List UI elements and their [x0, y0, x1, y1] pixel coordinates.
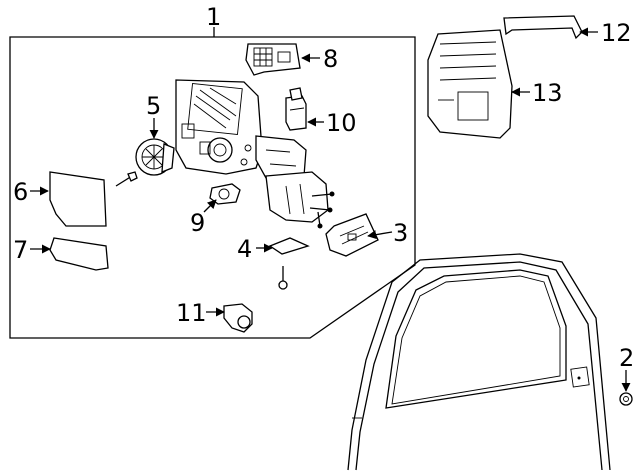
callout-11: 11	[176, 299, 207, 327]
assembly-group-outline	[9, 36, 416, 339]
part-8-bracket	[245, 43, 301, 76]
callout-1: 1	[206, 3, 221, 31]
callout-3: 3	[393, 219, 408, 247]
callout-7: 7	[13, 236, 28, 264]
callout-9-leader	[203, 199, 217, 213]
callout-3-leader	[367, 230, 393, 240]
callout-9: 9	[190, 209, 205, 237]
callout-6: 6	[13, 178, 28, 206]
part-11-connector	[223, 303, 253, 333]
callout-13: 13	[532, 79, 563, 107]
part-9-clip	[209, 183, 241, 205]
part-7-lower-glass	[49, 237, 109, 271]
part-2-nut	[619, 392, 633, 406]
callout-5: 5	[146, 92, 161, 120]
callout-4: 4	[237, 235, 252, 263]
gasket-screw	[278, 266, 288, 290]
part-10-module	[285, 87, 307, 131]
callout-2: 2	[619, 344, 634, 372]
motor-screw	[115, 171, 138, 187]
part-6-mirror-glass	[49, 171, 107, 227]
callout-10: 10	[326, 109, 357, 137]
part-4-gasket	[268, 237, 310, 255]
mirror-housing-assembly	[175, 79, 335, 229]
door-outline	[347, 253, 611, 471]
callout-12: 12	[601, 19, 632, 47]
part-5-motor	[135, 138, 175, 176]
part-3-lamp	[325, 213, 379, 257]
callout-8: 8	[323, 45, 338, 73]
part-13-skull-cap	[427, 29, 513, 139]
part-12-cover-strip	[503, 15, 583, 40]
